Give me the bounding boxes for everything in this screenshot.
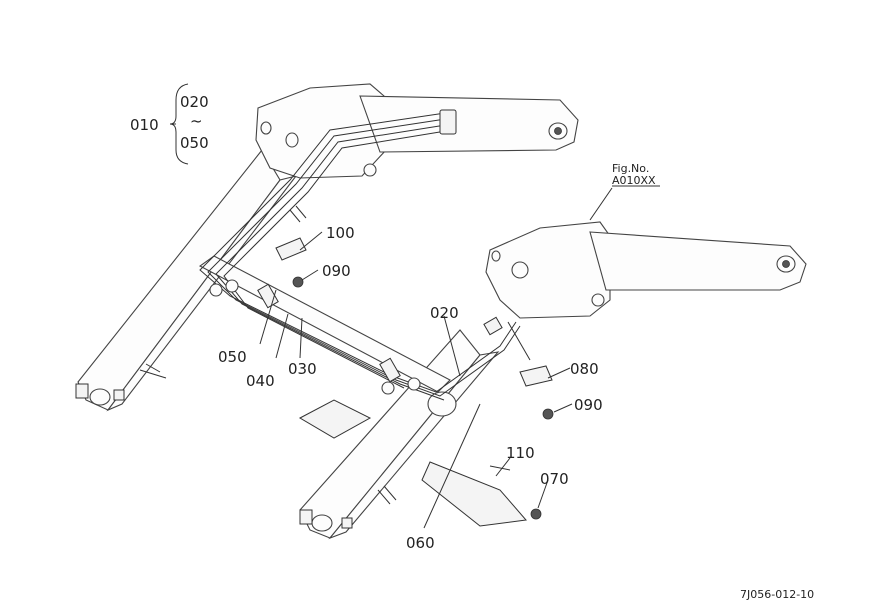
- figure-ref-title: Fig.No.: [612, 162, 649, 175]
- hydraulic-pipes: [199, 109, 521, 401]
- plate-060: [298, 399, 542, 527]
- callout-050: 050: [218, 348, 247, 366]
- left-pipe-clamp: [275, 205, 307, 288]
- callout-040: 040: [246, 372, 275, 390]
- callout-090-right: 090: [574, 396, 603, 414]
- group-tilde-label: ~: [190, 112, 203, 130]
- callout-110: 110: [506, 444, 535, 462]
- callout-060: 060: [406, 534, 435, 552]
- group-to-label: 050: [180, 134, 209, 152]
- left-boom-arm: [75, 83, 579, 412]
- right-pipe-clamp: [507, 321, 554, 420]
- callout-100: 100: [326, 224, 355, 242]
- callout-080: 080: [570, 360, 599, 378]
- callout-030: 030: [288, 360, 317, 378]
- figure-reference: Fig.No. A010XX: [612, 162, 656, 187]
- drawing-code: 7J056-012-10: [740, 588, 814, 601]
- callout-020: 020: [430, 304, 459, 322]
- group-label: 010 020 ~ 050: [130, 93, 209, 152]
- group-from-label: 020: [180, 93, 209, 111]
- leader-lines: [169, 83, 660, 529]
- right-boom-arm: [299, 221, 807, 540]
- group-main-label: 010: [130, 116, 159, 134]
- callout-090-left: 090: [322, 262, 351, 280]
- callout-070: 070: [540, 470, 569, 488]
- figure-ref-code: A010XX: [612, 174, 656, 187]
